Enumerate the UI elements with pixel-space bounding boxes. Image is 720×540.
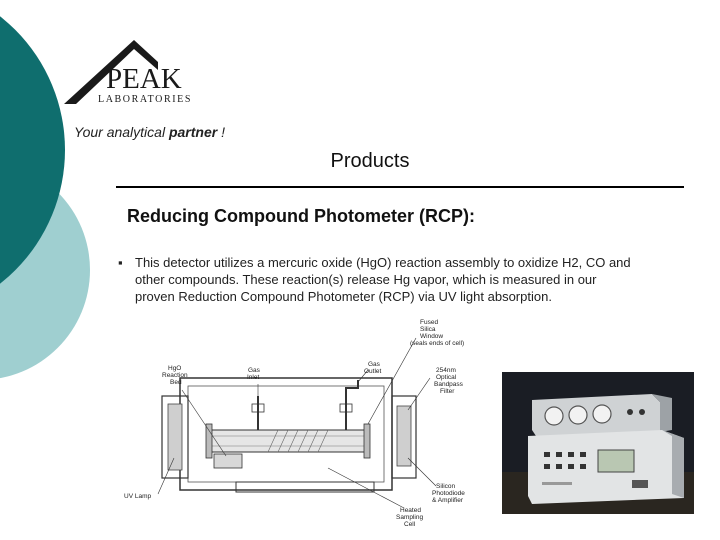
knob-icon: [639, 409, 645, 415]
label-gas-outlet-2: Outlet: [364, 368, 382, 375]
gauge-icon: [544, 406, 564, 426]
label-fused-4: (seals ends of cell): [410, 340, 464, 347]
detector-block: [391, 395, 417, 479]
bullet-icon: ▪: [118, 255, 123, 270]
label-hgo-2: Reaction: [162, 372, 188, 379]
tagline: Your analytical partner !: [74, 124, 225, 140]
lcd-display-icon: [597, 449, 635, 473]
tagline-end: !: [217, 124, 225, 140]
dark-teal-circle: [0, 16, 65, 284]
knob-icon: [627, 409, 633, 415]
window-left: [205, 423, 213, 459]
bullet-paragraph: ▪ This detector utilizes a mercuric oxide…: [118, 254, 635, 316]
tagline-bold: partner: [168, 124, 218, 140]
gauge-icon: [592, 404, 612, 424]
gauge-icon: [568, 405, 588, 425]
hgo-reaction-bed: [213, 453, 243, 469]
logo-roof-icon: [64, 40, 158, 104]
label-fused-2: Silica: [420, 326, 436, 333]
label-optical-filter: 254nm: [436, 367, 456, 374]
label-hgo-reaction-bed: HgO: [168, 365, 181, 372]
tagline-plain: Your analytical: [74, 124, 169, 140]
logo-name: PEAK: [106, 63, 182, 95]
decorative-background: [0, 0, 160, 540]
window-right: [363, 423, 371, 459]
label-silicon-photodiode: Silicon: [436, 483, 456, 490]
label-hgo-3: Bed: [170, 379, 182, 386]
label-gas-outlet: Gas: [368, 361, 381, 368]
label-silicon-3: & Amplifier: [432, 497, 464, 504]
lamp-block: [161, 395, 189, 479]
gas-outlet-tube: [345, 380, 359, 430]
title-divider: [116, 186, 684, 188]
label-gas-inlet: Gas: [248, 367, 261, 374]
label-silicon-2: Photodiode: [432, 490, 465, 497]
sampling-cell: [209, 429, 367, 453]
label-filter-4: Filter: [440, 388, 455, 395]
peak-laboratories-logo: PEAK LABORATORIES: [64, 40, 224, 106]
rcp-schematic-diagram: Fused Silica Window (seals ends of cell)…: [118, 318, 500, 532]
label-uv-lamp: UV Lamp: [124, 493, 151, 500]
label-filter-2: Optical: [436, 374, 457, 381]
bullet-text: This detector utilizes a mercuric oxide …: [135, 255, 631, 304]
slide-title: Products: [330, 150, 410, 172]
label-gas-inlet-2: Inlet: [247, 374, 259, 381]
label-heated-3: Cell: [404, 521, 416, 528]
label-heated-sampling-cell: Heated: [400, 507, 421, 514]
logo-subname: LABORATORIES: [98, 94, 192, 105]
housing-base: [235, 481, 375, 493]
label-fused-3: Window: [420, 333, 443, 340]
label-heated-2: Sampling: [396, 514, 423, 521]
rcp-instrument-photo: [502, 372, 694, 514]
label-fused-silica-window: Fused: [420, 319, 438, 326]
label-filter-3: Bandpass: [434, 381, 464, 388]
slide-subtitle: Reducing Compound Photometer (RCP):: [127, 206, 475, 226]
